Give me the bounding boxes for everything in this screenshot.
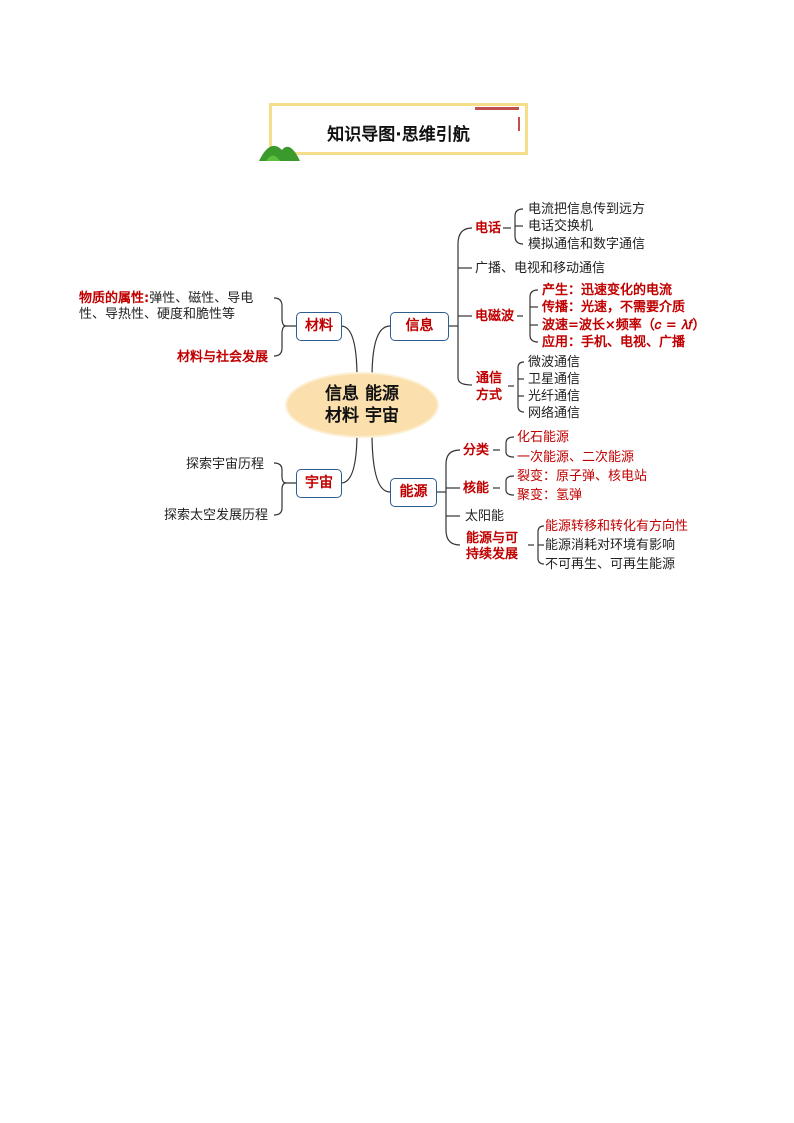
comm-item-2: 卫星通信 bbox=[528, 372, 581, 387]
category-item-1: 化石能源 bbox=[517, 430, 570, 445]
node-material: 材料 bbox=[296, 312, 342, 341]
title-banner: 知识导图·思维引航 bbox=[269, 103, 528, 155]
comm-label-1: 通信 bbox=[476, 371, 503, 386]
banner-stripe bbox=[475, 107, 519, 110]
node-universe: 宇宙 bbox=[296, 469, 342, 498]
center-line-2: 材料 宇宙 bbox=[325, 406, 399, 426]
comm-label-2: 方式 bbox=[476, 388, 503, 403]
phone-label: 电话 bbox=[475, 221, 502, 236]
solar-item: 太阳能 bbox=[465, 509, 505, 524]
em-wave-item-2: 传播：光速，不需要介质 bbox=[542, 300, 686, 315]
phone-item-2: 电话交换机 bbox=[528, 219, 594, 234]
universe-item-1: 探索宇宙历程 bbox=[186, 457, 265, 472]
material-property: 物质的属性:弹性、磁性、导电 bbox=[79, 290, 253, 307]
broadcast-item: 广播、电视和移动通信 bbox=[475, 261, 606, 276]
phone-item-1: 电流把信息传到远方 bbox=[528, 202, 646, 217]
hill-small-icon bbox=[266, 155, 280, 161]
em-wave-item-3: 波速=波长×频率（𝑐 = 𝜆𝑓） bbox=[542, 318, 706, 333]
universe-item-2: 探索太空发展历程 bbox=[164, 508, 269, 523]
banner-mark bbox=[518, 117, 520, 131]
page-title: 知识导图·思维引航 bbox=[327, 125, 470, 145]
property-text-1: 弹性、磁性、导电 bbox=[149, 291, 254, 306]
comm-item-3: 光纤通信 bbox=[528, 389, 581, 404]
material-society: 材料与社会发展 bbox=[177, 350, 269, 365]
comm-item-4: 网络通信 bbox=[528, 406, 581, 421]
nuclear-label: 核能 bbox=[463, 481, 490, 496]
hill-icon bbox=[259, 145, 300, 161]
category-label: 分类 bbox=[463, 443, 490, 458]
em-wave-item-1: 产生：迅速变化的电流 bbox=[542, 283, 673, 298]
category-item-2: 一次能源、二次能源 bbox=[517, 450, 635, 465]
sustain-label-2: 持续发展 bbox=[466, 547, 519, 562]
nuclear-item-2: 聚变：氢弹 bbox=[517, 488, 583, 503]
sustain-item-3: 不可再生、可再生能源 bbox=[545, 557, 676, 572]
nuclear-item-1: 裂变：原子弹、核电站 bbox=[517, 469, 648, 484]
node-info: 信息 bbox=[390, 312, 449, 341]
comm-item-1: 微波通信 bbox=[528, 355, 581, 370]
node-energy: 能源 bbox=[390, 478, 437, 507]
sustain-label-1: 能源与可 bbox=[466, 531, 519, 546]
em-wave-item-4: 应用：手机、电视、广播 bbox=[542, 335, 686, 350]
center-topic: 信息 能源 材料 宇宙 bbox=[287, 374, 437, 436]
phone-item-3: 模拟通信和数字通信 bbox=[528, 237, 646, 252]
em-wave-label: 电磁波 bbox=[475, 309, 515, 324]
property-text-2: 性、导热性、硬度和脆性等 bbox=[79, 307, 236, 322]
sustain-item-2: 能源消耗对环境有影响 bbox=[545, 538, 676, 553]
sustain-item-1: 能源转移和转化有方向性 bbox=[545, 519, 689, 534]
property-label: 物质的属性: bbox=[79, 291, 150, 306]
center-line-1: 信息 能源 bbox=[325, 384, 399, 404]
